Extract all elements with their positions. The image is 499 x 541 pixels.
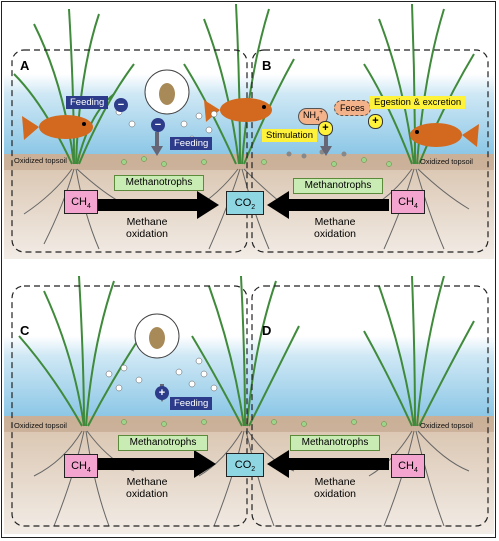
methanotrophs-box-d: Methanotrophs [290,435,380,451]
bottom-scene-graphic [4,276,494,534]
egestion-excretion-label: Egestion & excretion [370,96,466,109]
oxidized-topsoil-c: Oxidized topsoil [14,421,67,430]
methane-word: Methane [126,476,168,488]
bottom-row-scene [4,276,494,534]
nh4-label: NH4+ [298,108,328,125]
ch4-subscript: 4 [413,467,418,475]
ch4-text: CH [398,196,414,208]
methanotrophs-box-b: Methanotrophs [293,178,383,194]
feeding-label-a2: Feeding [170,137,213,150]
oxidation-word: oxidation [125,488,169,500]
fish-left [22,115,93,140]
methanotrophs-box-a: Methanotrophs [114,175,204,191]
plus-sign-b1: + [318,121,333,136]
oxidation-word: oxidation [313,488,357,500]
ch4-text: CH [71,460,87,472]
co2-subscript: 2 [251,204,256,212]
methanotrophs-box-c: Methanotrophs [118,435,208,451]
oxidized-topsoil-d: Oxidized topsoil [420,421,473,430]
ch4-text: CH [398,460,414,472]
feeding-label-a1: Feeding [66,96,109,109]
top-scene-graphic [4,4,494,259]
ch4-box-a: CH4 [64,190,98,214]
oxidized-topsoil-a: Oxidized topsoil [14,156,67,165]
panel-label-d: D [262,323,272,338]
methane-word: Methane [314,476,356,488]
ch4-subscript: 4 [86,203,91,211]
nh4-subscript: 4 [316,116,320,123]
oxidation-word: oxidation [313,228,357,240]
minus-sign-a2: − [151,118,165,132]
co2-text: CO [234,459,252,471]
ch4-subscript: 4 [86,467,91,475]
feeding-label-c: Feeding [170,397,213,410]
stimulation-label: Stimulation [262,129,317,142]
oxidized-topsoil-b: Oxidized topsoil [420,157,473,166]
co2-box-bottom: CO2 [226,453,264,477]
ch4-box-b: CH4 [391,190,425,214]
co2-subscript: 2 [251,466,256,474]
ch4-text: CH [71,196,87,208]
co2-box-top: CO2 [226,191,264,215]
ch4-subscript: 4 [413,203,418,211]
panel-label-c: C [20,323,30,338]
methane-word: Methane [314,216,356,228]
feces-label: Feces [334,100,371,116]
ch4-box-c: CH4 [64,454,98,478]
oxidation-word: oxidation [125,228,169,240]
panel-label-a: A [20,58,30,73]
top-row-scene [4,4,494,259]
plus-sign-c: + [155,386,169,400]
nh4-text: NH [303,110,316,120]
methane-word: Methane [126,216,168,228]
ch4-box-d: CH4 [391,454,425,478]
panel-label-b: B [262,58,272,73]
nh4-superscript: + [319,110,323,116]
minus-sign-a1: − [114,98,128,112]
plus-sign-b2: + [368,114,383,129]
co2-text: CO [234,197,252,209]
